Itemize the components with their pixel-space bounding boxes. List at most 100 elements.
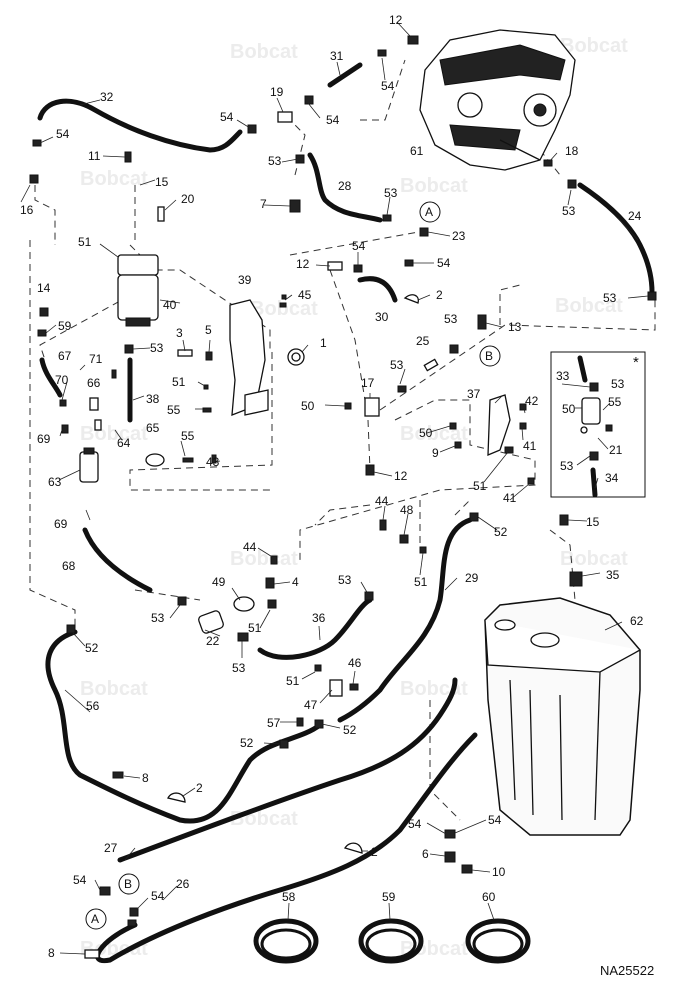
part-label-51: 51 [78, 235, 92, 249]
watermark: Bobcat [230, 548, 298, 570]
part-label-48: 48 [400, 503, 414, 517]
hose-33 [577, 355, 588, 383]
fuel-filter [117, 254, 159, 327]
part-label-4: 4 [292, 575, 299, 589]
part-label-65: 65 [146, 421, 160, 435]
part-label-29: 29 [465, 571, 479, 585]
hose-30 [357, 276, 398, 303]
part-label-31: 31 [330, 49, 344, 63]
pump-bracket [487, 394, 511, 456]
part-label-52: 52 [240, 736, 254, 750]
watermark: Bobcat [400, 678, 468, 700]
part-label-53: 53 [562, 204, 576, 218]
part-label-10: 10 [492, 865, 506, 879]
watermark: Bobcat [80, 678, 148, 700]
part-label-35: 35 [606, 568, 620, 582]
part-label-12: 12 [296, 257, 310, 271]
hose-36 [257, 597, 373, 660]
fuel-pump [198, 610, 224, 634]
part-label-53: 53 [268, 154, 282, 168]
part-label-53: 53 [338, 573, 352, 587]
part-label-9: 9 [432, 446, 439, 460]
part-label-64: 64 [117, 436, 131, 450]
part-label-3: 3 [176, 326, 183, 340]
watermark: Bobcat [80, 423, 148, 445]
part-label-70: 70 [55, 373, 69, 387]
part-label-41: 41 [503, 491, 517, 505]
part-label-20: 20 [181, 192, 195, 206]
water-separator [79, 447, 99, 483]
part-label-68: 68 [62, 559, 76, 573]
hose-27 [117, 677, 458, 863]
part-label-41: 41 [523, 439, 537, 453]
part-label-32: 32 [100, 90, 114, 104]
part-label-37: 37 [467, 387, 481, 401]
part-label-45: 45 [298, 288, 312, 302]
hoses [37, 62, 655, 964]
part-label-11: 11 [88, 149, 101, 163]
part-label-2: 2 [436, 288, 443, 302]
part-label-53: 53 [384, 186, 398, 200]
part-label-8: 8 [142, 771, 149, 785]
part-label-59: 59 [58, 319, 72, 333]
part-label-53: 53 [390, 358, 404, 372]
hose-29 [337, 517, 473, 723]
part-label-43: 43 [206, 455, 220, 469]
part-label-51: 51 [172, 375, 186, 389]
part-label-55: 55 [167, 403, 181, 417]
part-label-8: 8 [48, 946, 55, 960]
engine-assembly [419, 29, 576, 171]
hose-coils [253, 918, 531, 964]
part-label-52: 52 [494, 525, 508, 539]
part-label-1: 1 [320, 336, 327, 350]
part-label-52: 52 [85, 641, 99, 655]
watermark: Bobcat [250, 298, 318, 320]
part-label-52: 52 [343, 723, 357, 737]
part-label-42: 42 [525, 394, 539, 408]
marker-a: A [91, 912, 99, 926]
part-label-23: 23 [452, 229, 466, 243]
part-label-54: 54 [151, 889, 165, 903]
part-label-2: 2 [196, 781, 203, 795]
part-label-30: 30 [375, 310, 389, 324]
part-label-36: 36 [312, 611, 326, 625]
diagram-code: NA25522 [600, 963, 654, 978]
part-label-51: 51 [286, 674, 300, 688]
part-label-58: 58 [282, 890, 296, 904]
part-label-50: 50 [562, 402, 576, 416]
hose-24 [577, 182, 655, 295]
part-label-7: 7 [260, 197, 267, 211]
hose-56 [45, 629, 323, 824]
hose-68 [82, 527, 153, 593]
part-label-55: 55 [181, 429, 195, 443]
part-label-39: 39 [238, 273, 252, 287]
part-label-22: 22 [206, 634, 220, 648]
part-label-34: 34 [605, 471, 619, 485]
part-label-19: 19 [270, 85, 284, 99]
part-label-53: 53 [560, 459, 574, 473]
part-label-54: 54 [326, 113, 340, 127]
inset-marker: * [633, 354, 639, 371]
part-label-14: 14 [37, 281, 51, 295]
part-label-53: 53 [444, 312, 458, 326]
part-label-38: 38 [146, 392, 160, 406]
inset-box: * [550, 351, 646, 498]
part-label-17: 17 [361, 376, 375, 390]
part-label-56: 56 [86, 699, 100, 713]
part-label-44: 44 [243, 540, 257, 554]
part-label-54: 54 [437, 256, 451, 270]
part-label-67: 67 [58, 349, 72, 363]
hose-32 [37, 98, 243, 153]
part-label-66: 66 [87, 376, 101, 390]
part-label-63: 63 [48, 475, 62, 489]
part-label-47: 47 [304, 698, 318, 712]
marker-a: A [425, 205, 433, 219]
part-label-5: 5 [205, 323, 212, 337]
mounting-bracket [229, 299, 269, 416]
part-label-51: 51 [473, 479, 487, 493]
watermark: Bobcat [560, 35, 628, 57]
section-markers: A B B A [85, 201, 501, 930]
part-label-54: 54 [56, 127, 70, 141]
part-label-54: 54 [408, 817, 422, 831]
